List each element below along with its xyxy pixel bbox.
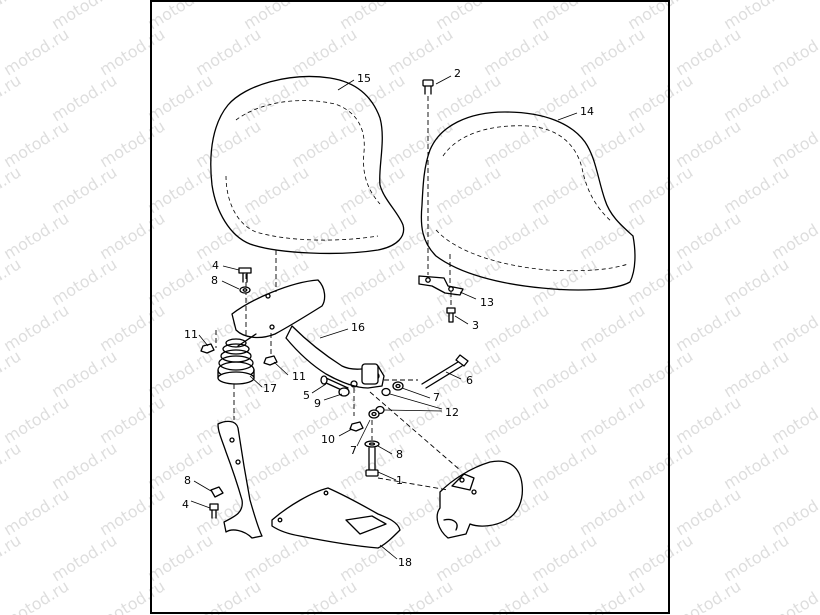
watermark-text: motod.ru bbox=[720, 70, 792, 125]
watermark-text: motod.ru bbox=[0, 530, 24, 585]
callout-14: 14 bbox=[580, 105, 594, 118]
watermark-text: motod.ru bbox=[768, 116, 820, 171]
watermark-text: motod.ru bbox=[672, 576, 744, 615]
nut-11-left bbox=[200, 343, 215, 354]
watermark-text: motod.ru bbox=[672, 392, 744, 447]
watermark-text: motod.ru bbox=[816, 346, 820, 401]
callout-10: 10 bbox=[321, 433, 335, 446]
callout-7-lower: 7 bbox=[350, 444, 357, 457]
watermark-text: motod.ru bbox=[768, 24, 820, 79]
leader-lines bbox=[190, 75, 578, 560]
callout-13: 13 bbox=[480, 296, 494, 309]
watermark-text: motod.ru bbox=[0, 576, 72, 615]
callout-6: 6 bbox=[466, 374, 473, 387]
watermark-text: motod.ru bbox=[0, 70, 24, 125]
callout-4-upper: 4 bbox=[212, 259, 219, 272]
watermark-text: motod.ru bbox=[0, 208, 72, 263]
watermark-text: motod.ru bbox=[0, 484, 72, 539]
callout-18: 18 bbox=[398, 556, 412, 569]
bracket-13 bbox=[418, 275, 464, 296]
seat-14 bbox=[420, 111, 636, 291]
callout-4-lower: 4 bbox=[182, 498, 189, 511]
watermark-text: motod.ru bbox=[48, 438, 120, 493]
watermark-text: motod.ru bbox=[0, 438, 24, 493]
watermark-text: motod.ru bbox=[0, 300, 72, 355]
watermark-text: motod.ru bbox=[816, 530, 820, 585]
watermark-text: motod.ru bbox=[720, 438, 792, 493]
frame-section bbox=[436, 460, 524, 539]
watermark-text: motod.ru bbox=[48, 162, 120, 217]
watermark-text: motod.ru bbox=[672, 300, 744, 355]
watermark-text: motod.ru bbox=[768, 300, 820, 355]
washer-8-lower bbox=[210, 486, 224, 498]
callout-8-middle: 8 bbox=[396, 448, 403, 461]
callouts: 1 2 3 4 4 5 6 7 7 8 8 8 9 10 11 11 12 13… bbox=[182, 67, 594, 569]
watermark-text: motod.ru bbox=[720, 530, 792, 585]
nut-11-right bbox=[263, 355, 278, 366]
plate-18 bbox=[271, 487, 401, 549]
watermark-text: motod.ru bbox=[720, 162, 792, 217]
washer-8-middle bbox=[364, 440, 380, 448]
callout-1: 1 bbox=[396, 474, 403, 487]
watermark-text: motod.ru bbox=[0, 254, 24, 309]
washer-7-lower bbox=[368, 409, 380, 419]
watermark-text: motod.ru bbox=[816, 254, 820, 309]
callout-7-upper: 7 bbox=[433, 391, 440, 404]
watermark-text: motod.ru bbox=[672, 208, 744, 263]
callout-12: 12 bbox=[445, 406, 459, 419]
watermark-text: motod.ru bbox=[0, 24, 72, 79]
callout-17: 17 bbox=[263, 382, 277, 395]
callout-9: 9 bbox=[314, 397, 321, 410]
callout-11-right: 11 bbox=[292, 370, 306, 383]
seat-15 bbox=[210, 75, 405, 254]
callout-5: 5 bbox=[303, 389, 310, 402]
watermark-text: motod.ru bbox=[0, 346, 24, 401]
screw-3 bbox=[446, 307, 456, 323]
bolt-4-lower bbox=[209, 503, 219, 519]
bolt-4-upper bbox=[238, 267, 252, 283]
watermark-text: motod.ru bbox=[816, 162, 820, 217]
watermark-text: motod.ru bbox=[720, 254, 792, 309]
callout-3: 3 bbox=[472, 319, 479, 332]
watermark-text: motod.ru bbox=[48, 254, 120, 309]
watermark-text: motod.ru bbox=[768, 392, 820, 447]
watermark-text: motod.ru bbox=[768, 576, 820, 615]
callout-15: 15 bbox=[357, 72, 371, 85]
callout-16: 16 bbox=[351, 321, 365, 334]
watermark-text: motod.ru bbox=[816, 0, 820, 33]
bolt-6 bbox=[421, 354, 469, 389]
watermark-text: motod.ru bbox=[0, 162, 24, 217]
watermark-text: motod.ru bbox=[0, 392, 72, 447]
seat-post-16 bbox=[285, 325, 385, 389]
watermark-text: motod.ru bbox=[48, 346, 120, 401]
watermark-text: motod.ru bbox=[720, 346, 792, 401]
watermark-text: motod.ru bbox=[0, 116, 72, 171]
callout-2: 2 bbox=[454, 67, 461, 80]
watermark-text: motod.ru bbox=[816, 70, 820, 125]
watermark-text: motod.ru bbox=[672, 24, 744, 79]
diagram-frame bbox=[150, 0, 670, 614]
seat-mount-plate bbox=[231, 279, 326, 347]
nut-10 bbox=[349, 421, 364, 432]
watermark-text: motod.ru bbox=[0, 0, 24, 33]
watermark-text: motod.ru bbox=[48, 70, 120, 125]
watermark-text: motod.ru bbox=[48, 530, 120, 585]
callout-8-lower: 8 bbox=[184, 474, 191, 487]
callout-11-left: 11 bbox=[184, 328, 198, 341]
watermark-text: motod.ru bbox=[768, 208, 820, 263]
washer-7-upper bbox=[392, 381, 404, 391]
spring-17 bbox=[217, 338, 255, 385]
bolt-1 bbox=[365, 447, 379, 477]
seat-post-bracket bbox=[217, 420, 263, 539]
washer-8-upper bbox=[239, 286, 251, 294]
bolt-2 bbox=[422, 79, 434, 95]
watermark-text: motod.ru bbox=[768, 484, 820, 539]
watermark-text: motod.ru bbox=[672, 484, 744, 539]
callout-8-upper: 8 bbox=[211, 274, 218, 287]
watermark-text: motod.ru bbox=[816, 438, 820, 493]
watermark-text: motod.ru bbox=[672, 116, 744, 171]
